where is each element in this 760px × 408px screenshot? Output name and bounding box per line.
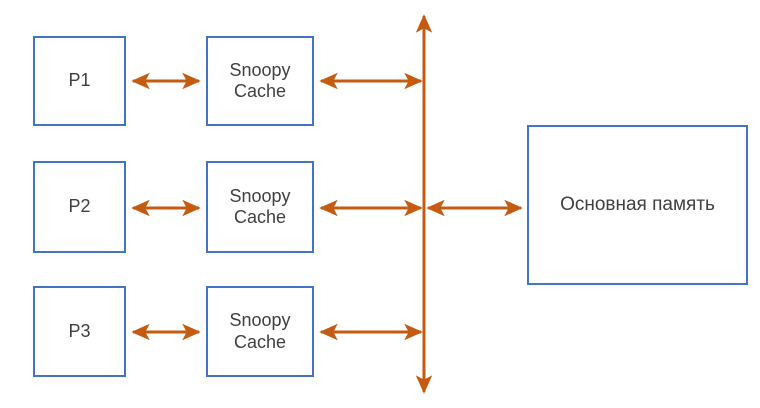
cache-box-3[interactable]: Snoopy Cache [206, 286, 314, 377]
cache-label-1: Snoopy Cache [229, 59, 291, 101]
processor-box-p3[interactable]: P3 [33, 286, 126, 377]
processor-label-p1: P1 [68, 70, 91, 91]
processor-box-p1[interactable]: P1 [33, 36, 126, 126]
processor-box-p2[interactable]: P2 [33, 161, 126, 253]
main-memory-label: Основная память [560, 193, 715, 215]
main-memory-box[interactable]: Основная память [527, 125, 748, 285]
cache-box-2[interactable]: Snoopy Cache [206, 161, 314, 253]
cache-label-2: Snoopy Cache [229, 185, 291, 227]
cache-box-1[interactable]: Snoopy Cache [206, 36, 314, 126]
processor-label-p2: P2 [68, 196, 91, 217]
processor-label-p3: P3 [68, 320, 91, 341]
cache-label-3: Snoopy Cache [229, 310, 291, 352]
